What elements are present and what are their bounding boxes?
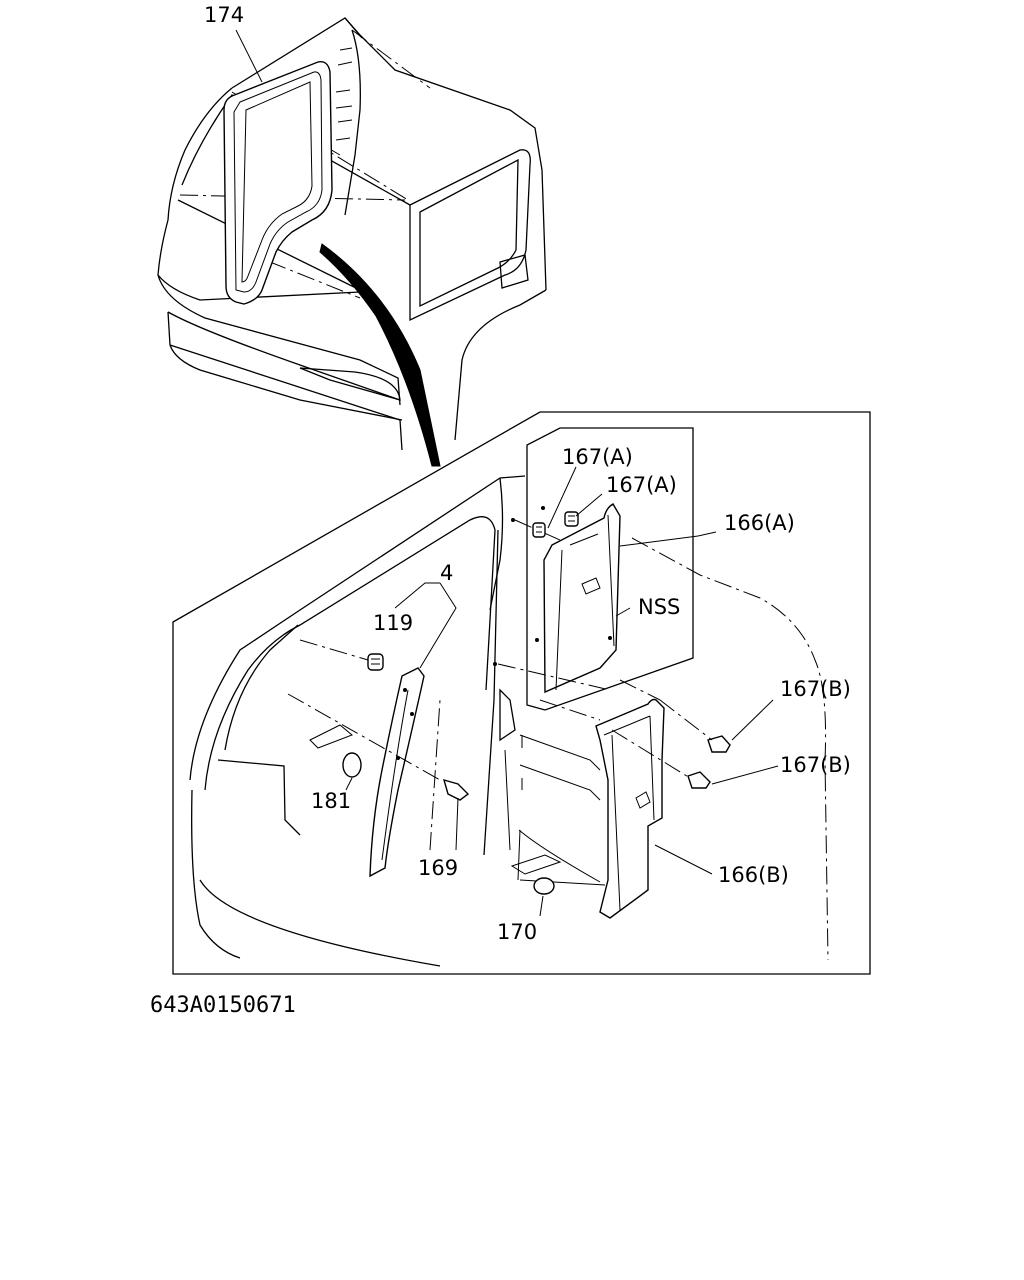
label-166b: 166(B) <box>718 863 789 887</box>
label-170: 170 <box>497 920 537 944</box>
pillar-trim-4 <box>369 667 425 878</box>
label-167b-upper: 167(B) <box>780 677 851 701</box>
trim-166b <box>539 679 665 919</box>
detail-frame <box>172 411 871 975</box>
diagram-code: 643A0150671 <box>150 993 296 1018</box>
label-167a-lower: 167(A) <box>606 473 677 497</box>
clip-167b-1 <box>707 735 731 753</box>
clip-167a-1 <box>532 522 546 538</box>
label-119: 119 <box>373 611 413 635</box>
label-4: 4 <box>440 561 453 585</box>
label-167b-lower: 167(B) <box>780 753 851 777</box>
label-174: 174 <box>204 3 244 27</box>
leader-lines <box>235 29 779 917</box>
clip-169 <box>442 778 470 801</box>
interior-detail <box>189 475 829 967</box>
label-181: 181 <box>311 789 351 813</box>
label-nss: NSS <box>638 595 680 619</box>
label-167a-upper: 167(A) <box>562 445 633 469</box>
label-169: 169 <box>418 856 458 880</box>
label-166a: 166(A) <box>724 511 795 535</box>
cab-overview <box>157 17 547 467</box>
cap-170 <box>510 854 562 895</box>
subframe-166a <box>493 427 694 711</box>
clip-167b-2 <box>687 771 711 789</box>
clip-119 <box>367 653 384 671</box>
clip-167a-2 <box>564 511 579 527</box>
cap-181 <box>309 724 362 778</box>
